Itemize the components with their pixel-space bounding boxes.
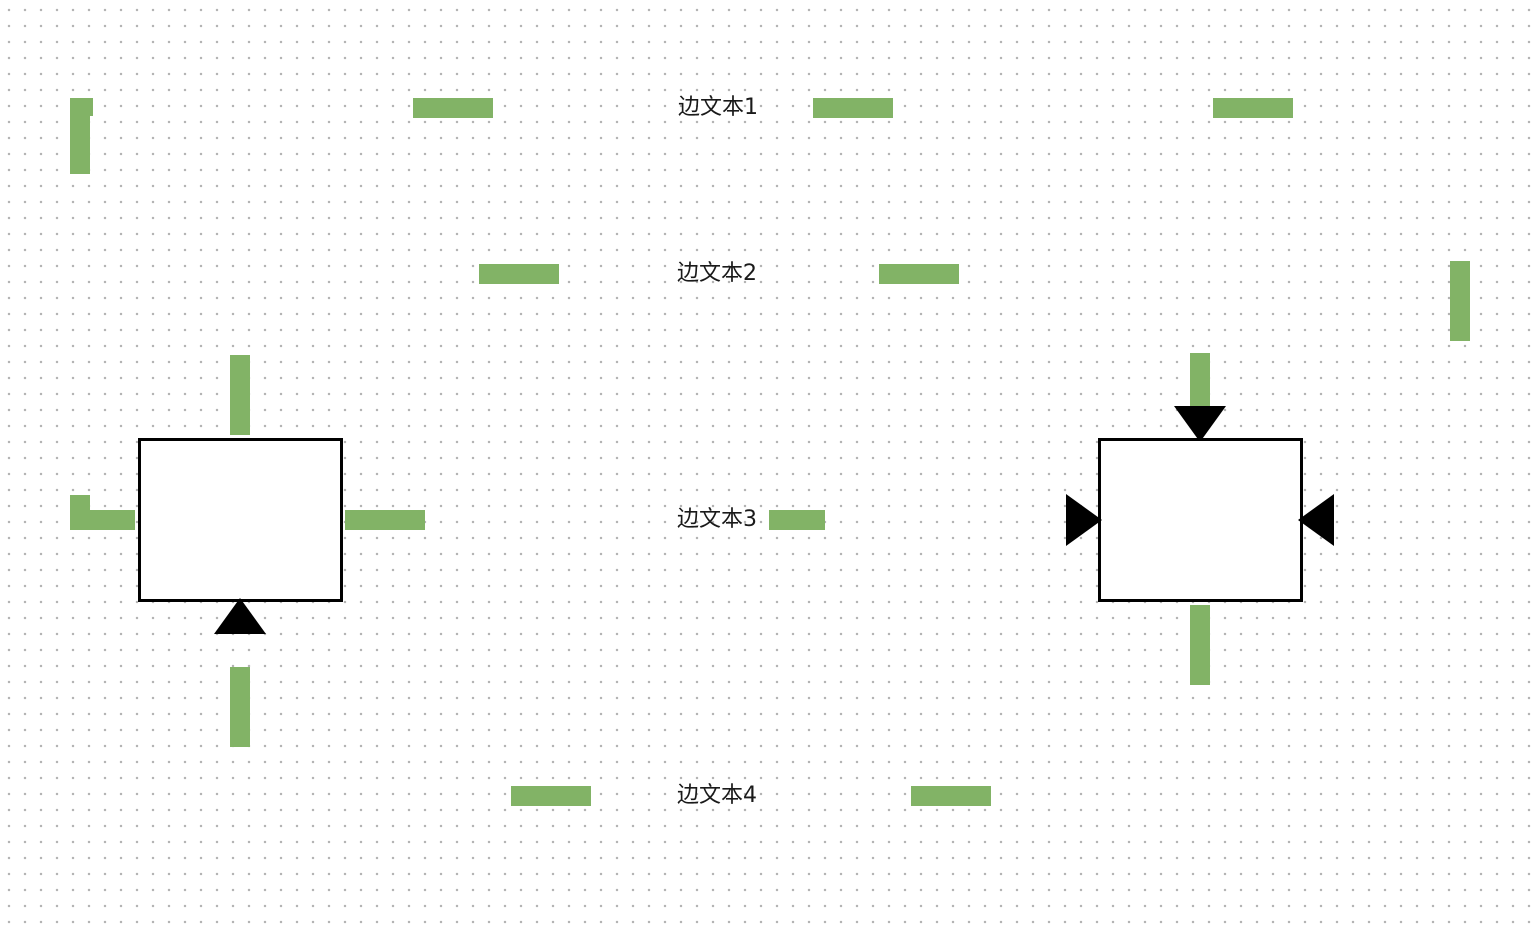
edge-left-node-right-segment[interactable] xyxy=(345,510,425,530)
edge-left-node-left-horizontal[interactable] xyxy=(70,510,135,530)
edge-4-segment[interactable] xyxy=(511,786,591,806)
edge-1-segment[interactable] xyxy=(813,98,893,118)
edge-3-segment[interactable] xyxy=(769,510,825,530)
arrowhead-left-icon xyxy=(1298,494,1334,546)
edge-label-4[interactable]: 边文本4 xyxy=(677,783,757,808)
edge-4-segment[interactable] xyxy=(911,786,991,806)
arrowhead-down-icon xyxy=(1174,406,1226,442)
edge-label-2[interactable]: 边文本2 xyxy=(677,261,757,286)
edge-2-segment[interactable] xyxy=(879,264,959,284)
edge-label-3[interactable]: 边文本3 xyxy=(677,507,757,532)
node-right[interactable] xyxy=(1098,438,1303,602)
edge-2-segment[interactable] xyxy=(479,264,559,284)
edge-label-1[interactable]: 边文本1 xyxy=(678,95,758,120)
edge-1-segment[interactable] xyxy=(413,98,493,118)
edge-right-node-bottom-segment[interactable] xyxy=(1190,605,1210,685)
arrowhead-right-icon xyxy=(1066,494,1102,546)
node-left[interactable] xyxy=(138,438,343,602)
edge-left-node-bottom-segment[interactable] xyxy=(230,667,250,747)
edge-1-corner-vertical[interactable] xyxy=(70,98,90,174)
edge-1-corner-horizontal[interactable] xyxy=(70,98,93,116)
edge-left-node-top-segment[interactable] xyxy=(230,355,250,435)
arrowhead-up-icon xyxy=(214,598,266,634)
edge-1-segment[interactable] xyxy=(1213,98,1293,118)
edge-2-end-vertical[interactable] xyxy=(1450,261,1470,341)
edge-right-node-top-segment[interactable] xyxy=(1190,353,1210,411)
